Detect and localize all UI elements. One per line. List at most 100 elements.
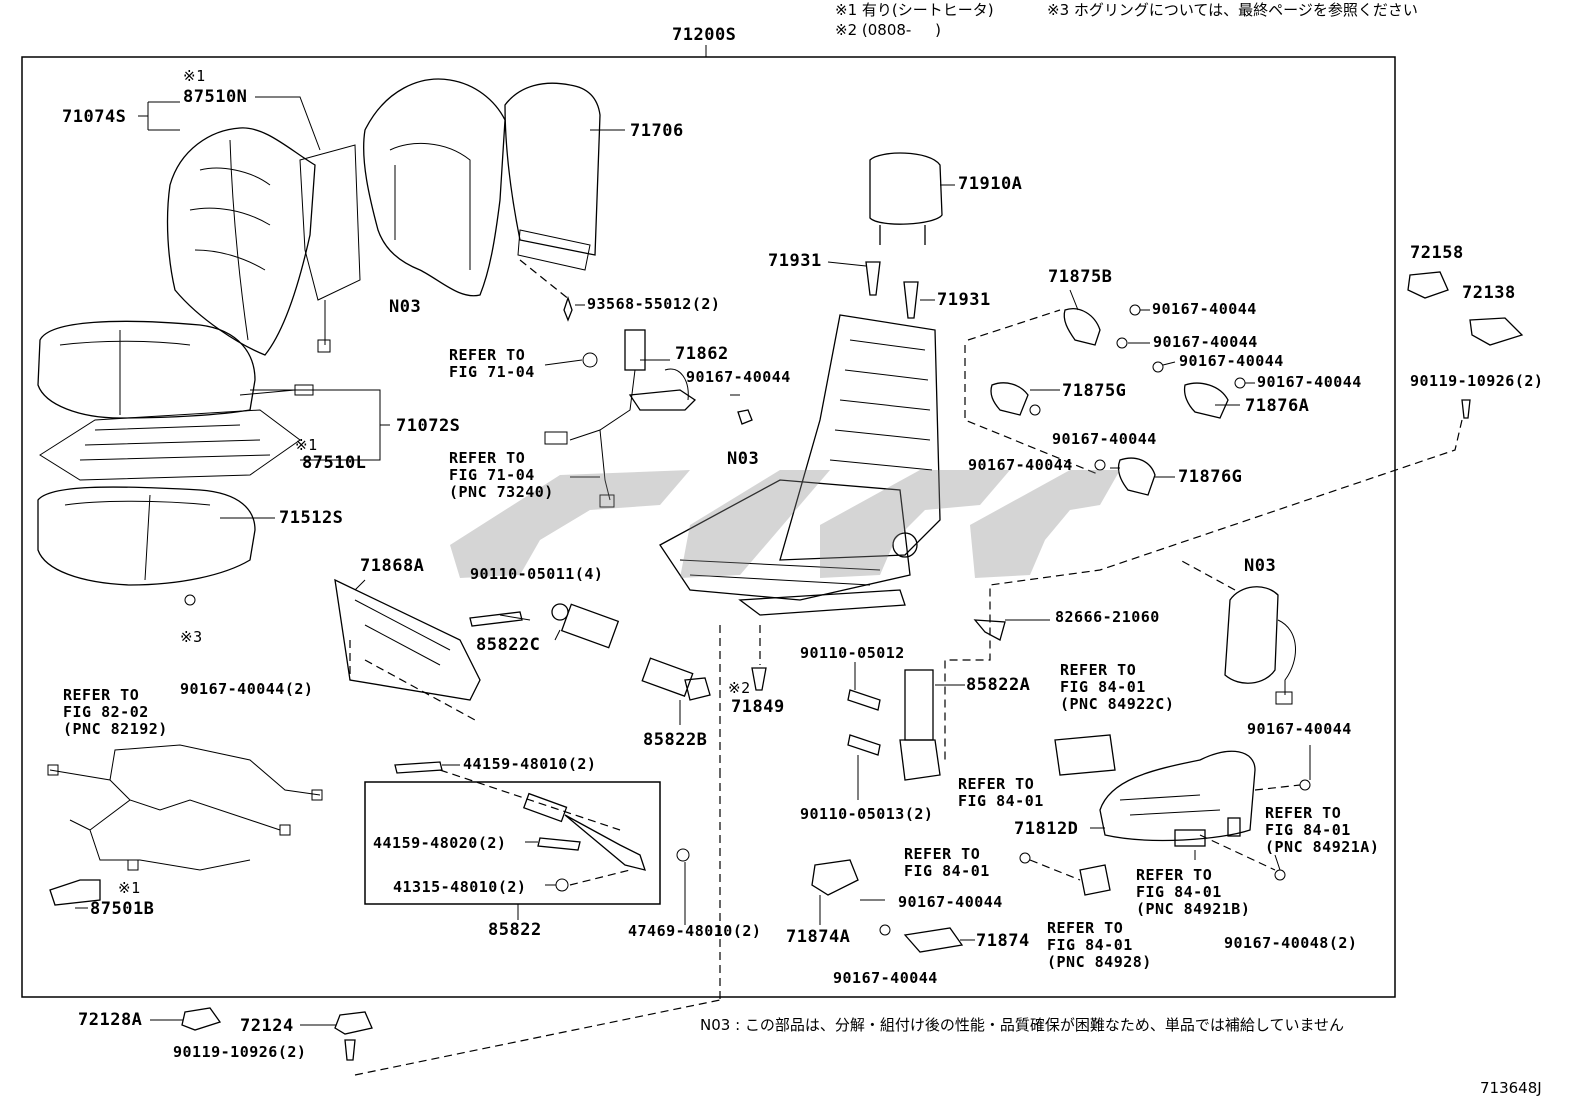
label-90167-e: 90167-40044 xyxy=(1052,430,1157,448)
bracket-71875b xyxy=(1063,308,1101,346)
label-71512s: 71512S xyxy=(279,508,344,528)
figure-id: 713648J xyxy=(1480,1079,1542,1097)
bolt-44159-48020 xyxy=(537,837,581,851)
label-41315: 41315-48010(2) xyxy=(393,878,527,896)
bracket-71875g xyxy=(990,382,1029,416)
label-refer-84-01-a: REFER TO FIG 84-01 (PNC 84922C) xyxy=(1060,661,1175,713)
seatback-heater-87510n xyxy=(299,144,361,353)
label-90119-right: 90119-10926(2) xyxy=(1410,372,1544,390)
label-refer-71-04-a: REFER TO FIG 71-04 xyxy=(449,346,535,381)
label-71931-a: 71931 xyxy=(768,251,822,271)
label-82666: 82666-21060 xyxy=(1055,608,1160,626)
bracket-71876a xyxy=(1183,382,1229,419)
label-refer-84-01-c: REFER TO FIG 84-01 (PNC 84921A) xyxy=(1265,804,1380,856)
mark-2: ※2 xyxy=(728,679,751,697)
seat-frame-assembly xyxy=(659,314,941,616)
label-71706: 71706 xyxy=(630,121,684,141)
label-90110-05011: 90110-05011(4) xyxy=(470,565,604,583)
note-1: ※1 有り(シートヒータ) xyxy=(835,1,994,19)
label-85822: 85822 xyxy=(488,920,542,940)
label-71874a: 71874A xyxy=(786,927,851,947)
label-72128a: 72128A xyxy=(78,1010,143,1030)
bolt-90110-05013 xyxy=(847,734,881,756)
switch-84922c xyxy=(1054,734,1116,776)
label-90167-c: 90167-40044 xyxy=(1179,352,1284,370)
washer-47469 xyxy=(676,848,690,862)
label-refer-84-01-e: REFER TO FIG 84-01 (PNC 84928) xyxy=(1047,919,1152,971)
label-71875g: 71875G xyxy=(1062,381,1127,401)
label-refer-84-01-d: REFER TO FIG 84-01 xyxy=(904,845,990,880)
label-71876a: 71876A xyxy=(1245,396,1310,416)
screw-90119-right xyxy=(1461,399,1471,419)
label-71074s: 71074S xyxy=(62,107,127,127)
motor-85822b xyxy=(641,657,711,701)
headrest-guides-71931 xyxy=(865,261,919,319)
mark-3: ※3 xyxy=(180,628,203,646)
gear-assembly xyxy=(522,792,646,871)
watermark-logo xyxy=(450,470,1120,578)
label-71874: 71874 xyxy=(976,931,1030,951)
label-71876g: 71876G xyxy=(1178,467,1243,487)
cover-72138 xyxy=(1469,317,1524,346)
label-71812d: 71812D xyxy=(1014,819,1079,839)
label-refer-71-04-b: REFER TO FIG 71-04 (PNC 73240) xyxy=(449,449,554,501)
label-90167-j: 90167-40044 xyxy=(898,893,1003,911)
back-board-71706 xyxy=(504,82,601,271)
label-90167-40048: 90167-40048(2) xyxy=(1224,934,1358,952)
bracket-71876g xyxy=(1117,457,1156,496)
label-71875b: 71875B xyxy=(1048,267,1113,287)
screw-93568 xyxy=(563,295,573,322)
label-72124: 72124 xyxy=(240,1016,294,1036)
label-72138: 72138 xyxy=(1462,283,1516,303)
pin-71849 xyxy=(751,667,767,691)
label-90110-05013: 90110-05013(2) xyxy=(800,805,934,823)
label-85822a: 85822A xyxy=(966,675,1031,695)
label-90110-05012: 90110-05012 xyxy=(800,644,905,662)
note-n03: N03 : この部品は、分解・組付け後の性能・品質確保が困難なため、単品では補給… xyxy=(700,1016,1345,1034)
cover-72158 xyxy=(1407,271,1449,299)
note-2: ※2 (0808- ) xyxy=(835,21,942,39)
label-87510l: 87510L xyxy=(302,453,367,473)
label-n03-back: N03 xyxy=(389,297,422,317)
screw-44159-48010 xyxy=(394,761,443,774)
headrest-71910a xyxy=(869,152,943,245)
label-90167-i: 90167-40044 xyxy=(1247,720,1352,738)
seat-cushion-pad-71512s xyxy=(37,486,256,586)
label-71910a: 71910A xyxy=(958,174,1023,194)
side-airbag-n03 xyxy=(1224,586,1296,705)
label-85822b: 85822B xyxy=(643,730,708,750)
label-refer-82-02: REFER TO FIG 82-02 (PNC 82192) xyxy=(63,686,168,738)
label-71862: 71862 xyxy=(675,344,729,364)
bracket-71874a xyxy=(811,859,859,896)
label-90167-a: 90167-40044 xyxy=(1152,300,1257,318)
cover-72128a xyxy=(181,1007,222,1031)
note-3: ※3 ホグリングについては、最終ページを参照ください xyxy=(1047,1,1418,19)
label-87501b: 87501B xyxy=(90,899,155,919)
label-44159-48020: 44159-48020(2) xyxy=(373,834,507,852)
label-85822c: 85822C xyxy=(476,635,541,655)
label-refer-84-01-b: REFER TO FIG 84-01 xyxy=(958,775,1044,810)
label-90167-h: 90167-40044(2) xyxy=(180,680,314,698)
clip-82666 xyxy=(973,619,1006,641)
label-90119-bottom: 90119-10926(2) xyxy=(173,1043,307,1061)
label-71931-b: 71931 xyxy=(937,290,991,310)
seatback-cover-71074s xyxy=(166,127,316,356)
label-90167-k: 90167-40044 xyxy=(833,969,938,987)
mark-87510l: ※1 xyxy=(295,436,318,454)
subassembly-85822-box xyxy=(364,781,661,905)
mark-87510n: ※1 xyxy=(183,67,206,85)
label-47469: 47469-48010(2) xyxy=(628,922,762,940)
cover-72124 xyxy=(334,1011,373,1035)
label-87510n: 87510N xyxy=(183,87,248,107)
label-44159-48010: 44159-48010(2) xyxy=(463,755,597,773)
switch-84921b xyxy=(1174,829,1206,847)
connector-84928 xyxy=(1079,864,1111,896)
label-71868a: 71868A xyxy=(360,556,425,576)
label-n03-side: N03 xyxy=(1244,556,1277,576)
switch-84921a xyxy=(1227,817,1241,837)
side-cover-71868a xyxy=(334,578,481,701)
label-refer-84-01-f: REFER TO FIG 84-01 (PNC 84921B) xyxy=(1136,866,1251,918)
label-90167-d: 90167-40044 xyxy=(1257,373,1362,391)
bolt-90110-05012 xyxy=(847,689,881,711)
